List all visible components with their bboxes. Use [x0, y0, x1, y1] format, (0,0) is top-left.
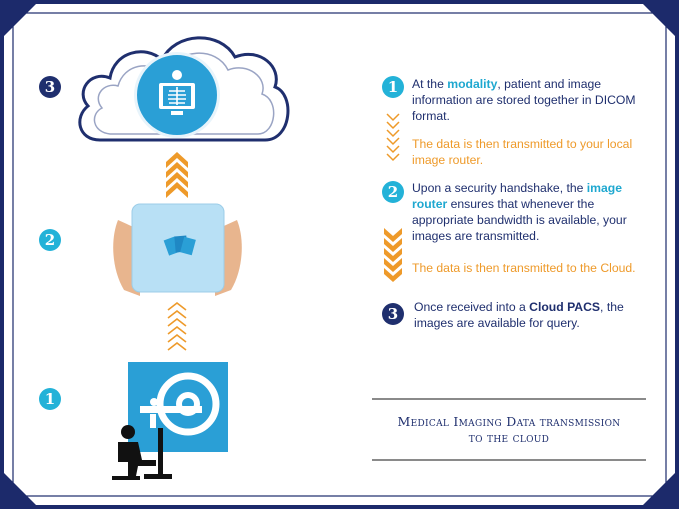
left-step-2-badge: 2 — [39, 229, 61, 251]
router-device-icon — [110, 200, 245, 298]
left-step-1-badge: 1 — [39, 388, 61, 410]
corner-bottom-right — [639, 469, 679, 509]
transmit-1-text: The data is then transmitted to your loc… — [412, 136, 644, 168]
corner-top-left — [0, 0, 40, 40]
corner-top-right — [639, 0, 679, 40]
step-2-text: Upon a security handshake, the image rou… — [412, 180, 644, 244]
left-step-3-badge: 3 — [39, 76, 61, 98]
caption: Medical Imaging Data transmission to the… — [372, 414, 646, 446]
caption-line-1: Medical Imaging Data transmission — [372, 414, 646, 430]
caption-rule-top — [372, 398, 646, 400]
xray-monitor-icon — [134, 52, 220, 138]
technician-icon — [108, 424, 178, 482]
chevron-down-icon — [385, 112, 401, 164]
transmit-2-text: The data is then transmitted to the Clou… — [412, 260, 644, 276]
chevron-down-icon — [384, 228, 402, 286]
step-1-badge: 1 — [382, 76, 404, 98]
chevron-up-icon — [166, 150, 188, 200]
caption-rule-bottom — [372, 459, 646, 461]
caption-line-2: to the cloud — [372, 430, 646, 446]
step-1-text: At the modality, patient and image infor… — [412, 76, 644, 124]
chevron-up-icon — [166, 300, 188, 352]
step-3-text: Once received into a Cloud PACS, the ima… — [414, 299, 646, 331]
step-2-badge: 2 — [382, 181, 404, 203]
step-3-badge: 3 — [382, 303, 404, 325]
corner-bottom-left — [0, 469, 40, 509]
